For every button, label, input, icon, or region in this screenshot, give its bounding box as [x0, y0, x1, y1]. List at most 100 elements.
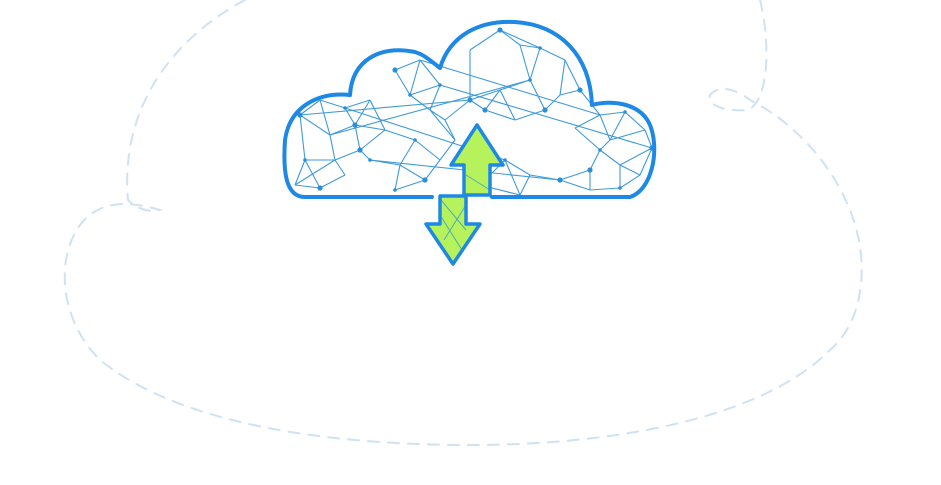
mesh-line: [359, 129, 386, 151]
mesh-node: [497, 27, 503, 33]
mesh-line: [409, 94, 431, 111]
mesh-line: [599, 111, 626, 116]
mesh-line: [469, 89, 501, 101]
mesh-line: [429, 84, 441, 111]
mesh-node: [577, 87, 583, 93]
mesh-line: [519, 44, 531, 81]
mesh-line: [394, 69, 411, 96]
mesh-node: [538, 46, 542, 50]
mesh-line: [619, 174, 641, 189]
mesh-line: [599, 139, 611, 151]
mesh-line: [484, 109, 516, 121]
mesh-line: [319, 99, 331, 136]
mesh-line: [544, 94, 561, 111]
mesh-line: [559, 89, 581, 96]
mesh-line: [329, 79, 531, 136]
mesh-line: [619, 164, 641, 176]
mesh-line: [444, 99, 471, 121]
mesh-line: [529, 79, 546, 111]
mesh-line: [399, 164, 426, 181]
mesh-node: [438, 83, 442, 87]
mesh-line: [299, 114, 331, 136]
mesh-line: [344, 99, 371, 109]
mesh-line: [504, 159, 531, 176]
mesh-line: [409, 84, 441, 96]
mesh-line: [299, 99, 321, 116]
mesh-line: [294, 159, 306, 186]
mesh-line: [589, 149, 601, 171]
mesh-line: [429, 109, 446, 121]
mesh-line: [419, 59, 441, 86]
mesh-node: [392, 67, 398, 73]
mesh-line: [559, 179, 591, 191]
mesh-line: [644, 129, 653, 149]
mesh-line: [334, 159, 346, 176]
mesh-node: [587, 167, 593, 173]
mesh-line: [559, 169, 591, 181]
mesh-line: [394, 179, 426, 191]
mesh-line: [369, 99, 386, 131]
mesh-node: [393, 188, 397, 192]
mesh-line: [619, 147, 653, 166]
mesh-line: [354, 124, 361, 151]
mesh-node: [623, 110, 627, 114]
mesh-line: [574, 127, 601, 151]
mesh-line: [484, 89, 501, 111]
mesh-node: [343, 106, 347, 110]
mesh-line: [599, 114, 611, 141]
mesh-node: [317, 185, 323, 191]
mesh-line: [294, 184, 321, 189]
mesh-line: [354, 99, 371, 126]
mesh-line: [539, 47, 566, 61]
mesh-line: [294, 159, 336, 186]
mesh-node: [557, 177, 563, 183]
dashed-background-cloud: [63, 0, 863, 447]
mesh-node: [368, 158, 372, 162]
mesh-node: [422, 177, 428, 183]
mesh-node: [598, 148, 602, 152]
mesh-line: [589, 187, 621, 191]
mesh-node: [542, 107, 548, 113]
arrow-mesh-lines: [439, 174, 491, 251]
mesh-line: [504, 159, 521, 196]
mesh-line: [299, 114, 306, 161]
mesh-node: [297, 112, 303, 118]
mesh-line: [564, 59, 581, 91]
mesh-line: [444, 119, 456, 141]
mesh-line: [529, 47, 541, 81]
mesh-line: [469, 99, 486, 111]
mesh-node: [408, 93, 412, 97]
mesh-node: [357, 147, 363, 153]
mesh-line: [329, 134, 336, 161]
mesh-line: [409, 59, 421, 96]
upload-arrow-icon: [449, 123, 505, 197]
mesh-node: [352, 122, 358, 128]
mesh-line: [469, 29, 501, 51]
mesh-line: [319, 174, 346, 189]
mesh-node: [413, 138, 417, 142]
mesh-line: [609, 111, 626, 141]
download-arrow-icon: [424, 194, 482, 266]
mesh-line: [559, 59, 566, 96]
mesh-node: [467, 97, 473, 103]
mesh-line: [429, 109, 456, 141]
mesh-line: [334, 149, 361, 161]
mesh-line: [499, 29, 541, 49]
mesh-node: [482, 107, 488, 113]
mesh-line: [519, 174, 531, 196]
mesh-line: [519, 44, 541, 49]
cloud-outline: [282, 19, 657, 199]
mesh-line: [499, 29, 521, 46]
mesh-node: [528, 78, 532, 82]
mesh-line: [394, 59, 421, 71]
mesh-line: [609, 129, 646, 141]
mesh-line: [319, 99, 346, 109]
mesh-line: [639, 147, 653, 176]
mesh-line: [354, 124, 386, 131]
mesh-node: [303, 158, 307, 162]
mesh-line: [419, 59, 601, 116]
mesh-line: [624, 111, 646, 131]
mesh-line: [514, 109, 546, 121]
